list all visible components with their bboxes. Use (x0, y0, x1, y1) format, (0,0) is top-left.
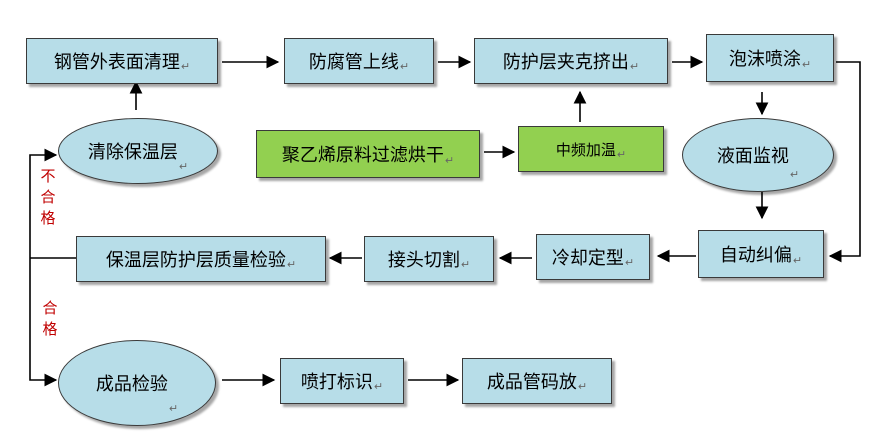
node-label: 液面监视 (716, 146, 789, 167)
node-label: 钢管外表面清理 (53, 52, 180, 73)
node-label: 接头切割 (387, 250, 460, 271)
paragraph-mark-icon: ↵ (629, 60, 640, 73)
node-label: 聚乙烯原料过滤烘干 (281, 145, 444, 166)
node-auto-correction: 自动纠偏↵ (698, 230, 824, 278)
fail-label-char: 格 (40, 209, 56, 227)
node-pe-material-drying: 聚乙烯原料过滤烘干↵ (256, 130, 480, 178)
paragraph-mark-icon: ↵ (789, 168, 800, 181)
node-spray-marking: 喷打标识↵ (280, 358, 404, 404)
node-label: 自动纠偏 (719, 245, 792, 266)
paragraph-mark-icon: ↵ (460, 258, 471, 271)
paragraph-mark-icon: ↵ (373, 380, 384, 393)
node-label: 冷却定型 (551, 248, 624, 269)
node-product-stacking: 成品管码放↵ (462, 358, 612, 404)
node-joint-cutting: 接头切割↵ (364, 236, 494, 282)
node-label: 泡沫喷涂 (728, 49, 801, 70)
node-label: 清除保温层 (87, 142, 178, 163)
node-foam-spraying: 泡沫喷涂↵ (706, 34, 834, 82)
pass-label-char: 格 (42, 320, 58, 338)
node-label: 防护层夹克挤出 (502, 52, 629, 73)
node-remove-insulation: 清除保温层↵ (58, 118, 218, 184)
node-label: 成品管码放 (486, 372, 577, 393)
pass-label: 合 格 (40, 298, 60, 340)
node-label: 防腐管上线 (308, 52, 399, 73)
node-mid-freq-heating: 中频加温↵ (518, 126, 664, 172)
paragraph-mark-icon: ↵ (168, 402, 179, 415)
paragraph-mark-icon: ↵ (399, 60, 410, 73)
fail-label: 不 合 格 (38, 166, 58, 229)
node-protective-layer-extrusion: 防护层夹克挤出↵ (474, 38, 668, 84)
node-quality-inspection: 保温层防护层质量检验↵ (76, 236, 326, 282)
node-steel-surface-cleaning: 钢管外表面清理↵ (26, 38, 218, 84)
paragraph-mark-icon: ↵ (180, 60, 191, 73)
paragraph-mark-icon: ↵ (801, 58, 812, 71)
fail-label-char: 不 (40, 167, 56, 185)
connector-foam-to-correction (828, 61, 861, 263)
node-label: 喷打标识 (300, 372, 373, 393)
paragraph-mark-icon: ↵ (792, 254, 803, 267)
node-level-monitoring: 液面监视↵ (682, 118, 834, 192)
paragraph-mark-icon: ↵ (286, 258, 297, 271)
paragraph-mark-icon: ↵ (577, 380, 588, 393)
node-cooling-shaping: 冷却定型↵ (536, 234, 650, 280)
paragraph-mark-icon: ↵ (444, 154, 455, 167)
node-product-inspection: 成品检验↵ (58, 340, 216, 426)
node-label: 成品检验 (95, 374, 168, 395)
node-label: 中频加温 (555, 140, 616, 159)
node-label: 保温层防护层质量检验 (105, 250, 286, 271)
pass-label-char: 合 (42, 299, 58, 317)
arrow-fail-to-remove (29, 148, 58, 258)
node-anticorrosion-pipe-online: 防腐管上线↵ (284, 38, 434, 84)
paragraph-mark-icon: ↵ (178, 160, 189, 173)
arrow-pass-to-product-inspection (29, 258, 58, 387)
paragraph-mark-icon: ↵ (624, 256, 635, 269)
fail-label-char: 合 (40, 188, 56, 206)
paragraph-mark-icon: ↵ (616, 148, 627, 161)
